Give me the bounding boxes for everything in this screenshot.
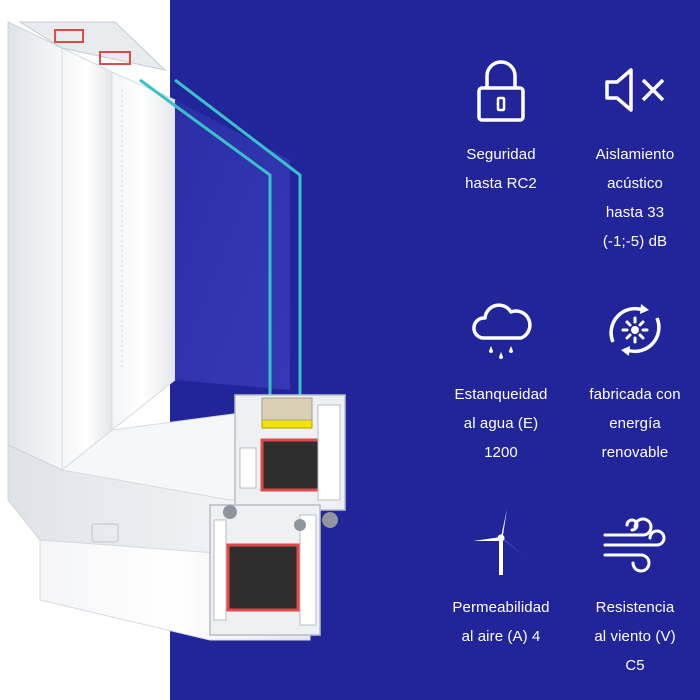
feature-air: Permeabilidad al aire (A) 4 [426,505,576,651]
feature-label: Estanqueidad al agua (E) 1200 [454,386,548,461]
feature-security: Seguridad hasta RC2 [426,52,576,198]
feature-label: fabricada con energía renovable [589,386,681,461]
rain-cloud-icon [472,303,532,359]
feature-water: Estanqueidad al agua (E) 1200 [426,292,576,467]
feature-acoustic: Aislamiento acústico hasta 33 (-1;-5) dB [560,52,700,256]
feature-label: Resistencia al viento (V) C5 [594,599,676,674]
feature-label: Permeabilidad al aire (A) 4 [452,599,550,645]
feature-label: Seguridad hasta RC2 [465,146,537,192]
renewable-energy-icon [609,304,661,356]
feature-wind: Resistencia al viento (V) C5 [560,505,700,680]
speaker-mute-icon [605,68,665,112]
feature-energy: fabricada con energía renovable [560,292,700,467]
feature-label: Aislamiento acústico hasta 33 (-1;-5) dB [595,146,675,250]
padlock-icon [477,60,525,122]
window-profile-illustration [7,21,346,641]
wind-turbine-icon [473,509,523,575]
wind-icon [603,517,666,573]
